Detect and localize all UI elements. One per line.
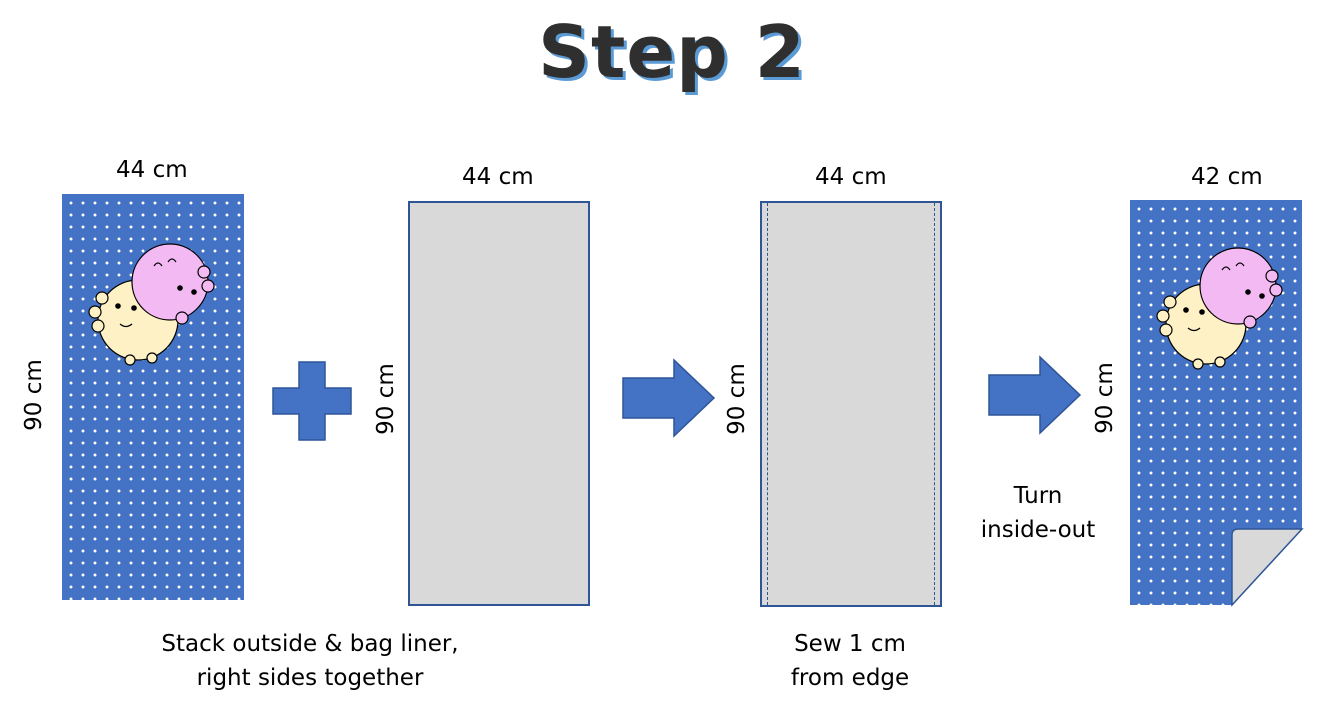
bag-liner-panel <box>408 201 590 606</box>
right-arrow-icon <box>622 358 716 438</box>
panel2-height-label: 90 cm <box>373 363 399 435</box>
sew-caption-line2: from edge <box>790 665 910 691</box>
plus-icon <box>272 361 352 441</box>
sew-caption: Sew 1 cm from edge <box>760 627 940 695</box>
panel4-width-label: 42 cm <box>1191 164 1263 190</box>
mascot-illustration <box>88 243 215 366</box>
finished-panel <box>1130 200 1304 607</box>
stack-caption-line1: Stack outside & bag liner, <box>161 631 459 657</box>
turn-caption-line2: inside-out <box>980 517 1096 543</box>
right-seam-line <box>934 203 935 605</box>
panel1-height-label: 90 cm <box>21 359 47 431</box>
panel4-height-label: 90 cm <box>1092 362 1118 434</box>
mascot-illustration <box>1156 247 1283 370</box>
outside-fabric-panel <box>62 194 244 600</box>
panel3-width-label: 44 cm <box>815 164 887 190</box>
stack-caption-line2: right sides together <box>196 665 424 691</box>
left-seam-line <box>767 203 768 605</box>
turn-caption: Turn inside-out <box>958 479 1118 547</box>
sew-caption-line1: Sew 1 cm <box>794 631 906 657</box>
page-title: Step 2 <box>538 10 806 94</box>
panel3-height-label: 90 cm <box>724 363 750 435</box>
sewn-panel <box>760 201 942 607</box>
right-arrow-icon <box>988 355 1082 435</box>
panel1-width-label: 44 cm <box>116 157 188 183</box>
panel2-width-label: 44 cm <box>462 164 534 190</box>
stack-caption: Stack outside & bag liner, right sides t… <box>130 627 490 695</box>
turn-caption-line1: Turn <box>1013 483 1063 509</box>
folded-corner <box>1231 528 1304 607</box>
